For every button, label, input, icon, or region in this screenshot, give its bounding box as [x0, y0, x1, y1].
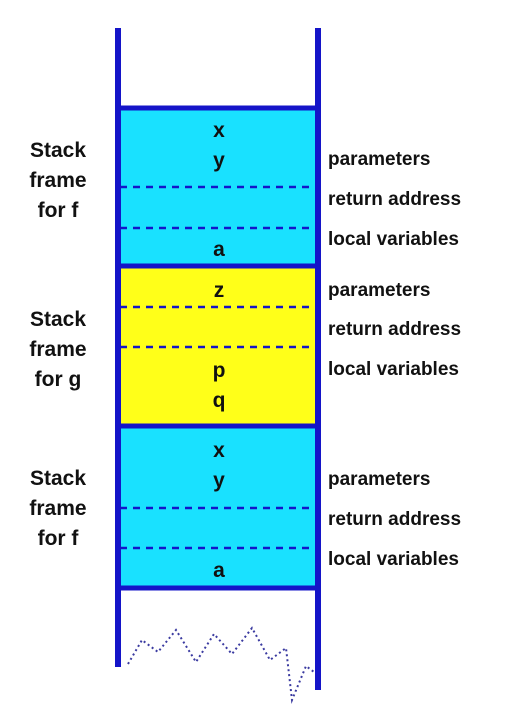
frame1-slot-local-variables: local variables [328, 229, 459, 250]
frame-label-3-line2: frame [29, 497, 87, 520]
frame1-slot-return-address: return address [328, 189, 462, 210]
frame2-var-z: z [213, 279, 225, 302]
frame-label-3-line1: Stack [29, 467, 87, 490]
frame-label-2-line2: frame [29, 338, 87, 361]
frame2-slot-return-address: return address [328, 319, 462, 340]
frame2-slot-local-variables: local variables [328, 359, 459, 380]
frame1-var-a: a [213, 238, 225, 261]
frame3-var-a: a [213, 559, 225, 582]
frame-label-1-line3: for f [37, 199, 79, 222]
frame-label-2-line1: Stack [29, 308, 87, 331]
frame-label-1-line1: Stack [29, 139, 87, 162]
frame1-var-x: x [213, 119, 225, 142]
frame2-var-q: q [212, 389, 226, 412]
frame-label-3: Stack frame for f [10, 464, 106, 554]
frame3-var-x: x [213, 439, 225, 462]
frame3-slot-parameters: parameters [328, 469, 431, 490]
frame-label-2: Stack frame for g [10, 305, 106, 395]
frame2-slot-parameters: parameters [328, 280, 431, 301]
frame-label-1-line2: frame [29, 169, 87, 192]
frame3-slot-return-address: return address [328, 509, 462, 530]
frame3-slot-local-variables: local variables [328, 549, 459, 570]
frame3-var-y: y [213, 469, 225, 492]
frame2-var-p: p [212, 359, 226, 382]
stack-continuation-squiggle [127, 626, 315, 704]
frame-label-1: Stack frame for f [10, 136, 106, 226]
frame-label-3-line3: for f [37, 527, 79, 550]
frame-label-2-line3: for g [34, 368, 82, 391]
frame1-var-y: y [213, 149, 225, 172]
frame1-slot-parameters: parameters [328, 149, 431, 170]
